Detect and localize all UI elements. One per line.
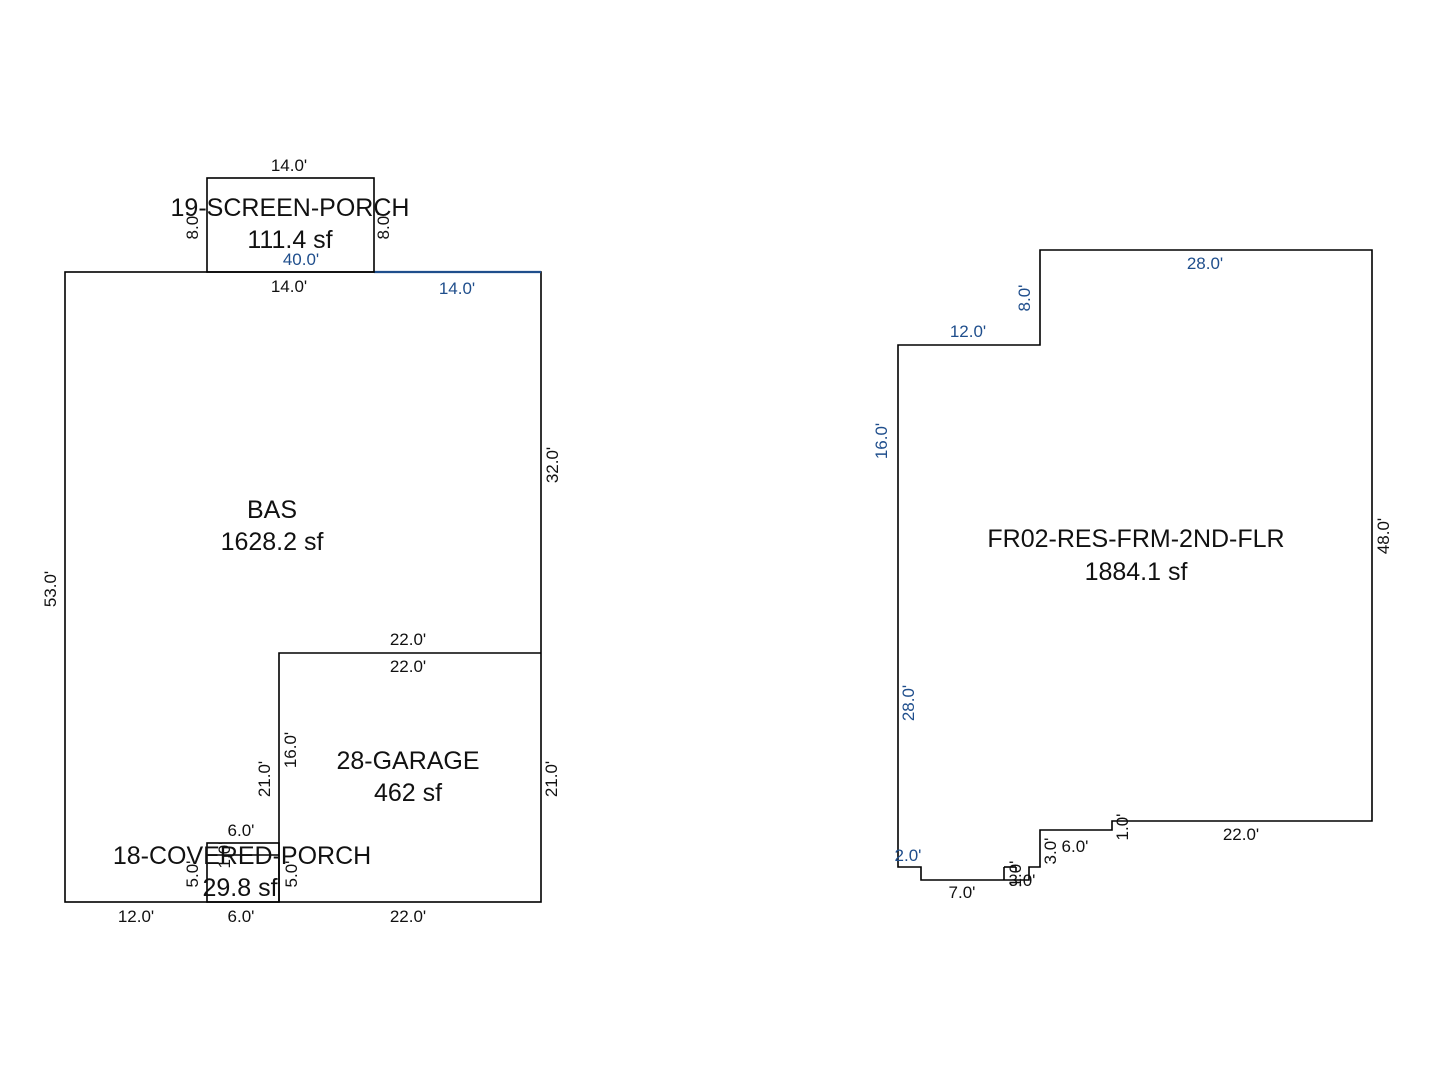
dim-overall-top: 40.0' — [283, 250, 319, 269]
dim2-step-horizontal: 12.0' — [950, 322, 986, 341]
dim2-jog-3-horizontal: 3.0' — [1009, 871, 1036, 890]
dim-garage-left-outer: 21.0' — [255, 761, 274, 797]
dim-porch-right: 8.0' — [374, 213, 393, 240]
dim-porch-left: 8.0' — [183, 213, 202, 240]
dim-cp-right: 5.0' — [282, 861, 301, 888]
dim-bas-left: 53.0' — [41, 571, 60, 607]
dim2-jog-1: 1.0' — [1113, 814, 1132, 841]
dim-cp-top: 6.0' — [228, 821, 255, 840]
sketch-2: FR02-RES-FRM-2ND-FLR 1884.1 sf 28.0' 8.0… — [872, 249, 1393, 902]
dim-garage-top-inner: 22.0' — [390, 657, 426, 676]
dim-bas-right: 32.0' — [543, 447, 562, 483]
dim2-step-vertical: 8.0' — [1015, 285, 1034, 312]
second-floor-name: FR02-RES-FRM-2ND-FLR — [987, 525, 1284, 553]
dim-porch-top: 14.0' — [271, 156, 307, 175]
dim-garage-right: 21.0' — [542, 761, 561, 797]
dim2-left-upper: 16.0' — [872, 423, 891, 459]
bas-name: BAS — [247, 496, 297, 524]
screen-porch-area: 111.4 sf — [247, 226, 332, 254]
dim2-jog-1-small: 1.0' — [1006, 861, 1025, 888]
dim2-jog-2: 2.0' — [895, 846, 922, 865]
second-floor-area: 1884.1 sf — [1085, 558, 1188, 586]
bas-outline — [64, 271, 542, 903]
covered-porch-outline — [206, 842, 280, 903]
bas-area: 1628.2 sf — [221, 528, 324, 556]
dim2-jog-3-vertical: 3.0' — [1041, 838, 1060, 865]
dim2-left-lower: 28.0' — [899, 685, 918, 721]
dim2-bottom-right: 22.0' — [1223, 825, 1259, 844]
sketch-1: 19-SCREEN-PORCH 111.4 sf BAS 1628.2 sf 2… — [41, 156, 562, 926]
dim-bas-top-right: 14.0' — [439, 279, 475, 298]
covered-porch-name: 18-COVERED-PORCH — [113, 842, 371, 870]
dim-garage-bottom: 22.0' — [390, 907, 426, 926]
dim-bas-top-left: 14.0' — [271, 277, 307, 296]
dim-cp-small: 1.0' — [215, 842, 234, 869]
garage-outline — [278, 652, 541, 902]
dim2-bottom-7: 7.0' — [949, 883, 976, 902]
dim-garage-left-inner: 16.0' — [281, 732, 300, 768]
dim-cp-bottom: 6.0' — [228, 907, 255, 926]
dim-garage-top-outer: 22.0' — [390, 630, 426, 649]
second-floor-outline — [897, 249, 1373, 881]
covered-porch-area: 29.8 sf — [202, 874, 277, 902]
dim2-jog-6: 6.0' — [1062, 837, 1089, 856]
dim2-right: 48.0' — [1374, 518, 1393, 554]
screen-porch-name: 19-SCREEN-PORCH — [171, 194, 410, 222]
dim-bottom-left: 12.0' — [118, 907, 154, 926]
screen-porch-outline — [206, 177, 375, 273]
garage-area: 462 sf — [374, 779, 442, 807]
garage-name: 28-GARAGE — [336, 747, 479, 775]
dim2-top: 28.0' — [1187, 254, 1223, 273]
dim-cp-left: 5.0' — [183, 861, 202, 888]
